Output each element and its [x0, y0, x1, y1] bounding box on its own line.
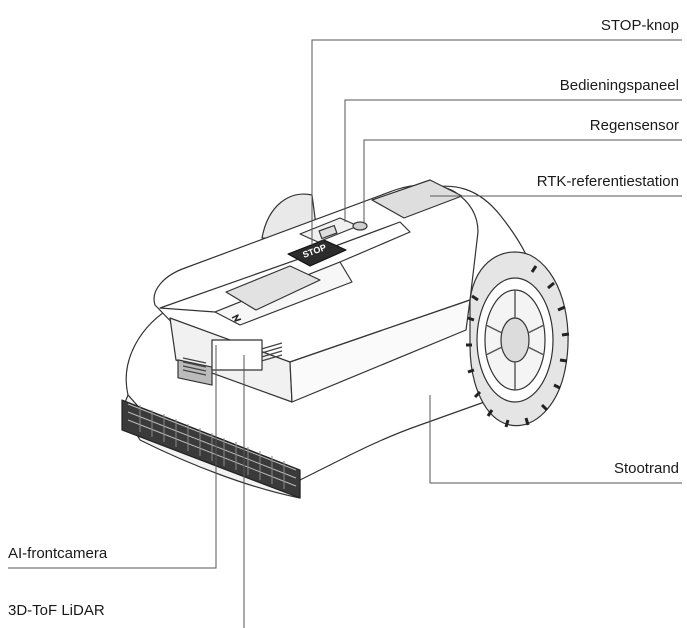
line-camera [8, 345, 217, 569]
line-stop [311, 39, 682, 245]
label-stop-button: STOP-knop [600, 17, 679, 34]
label-control-panel: Bedieningspaneel [559, 77, 679, 94]
label-bumper: Stootrand [613, 460, 679, 477]
display-screen [225, 265, 321, 311]
line-rain-sensor [363, 139, 682, 222]
front-grille [121, 399, 301, 499]
camera-housing [211, 339, 263, 371]
line-bumper [429, 395, 682, 484]
line-control-panel [344, 99, 682, 222]
callout-lines [8, 39, 682, 628]
mower-illustration: STOP [121, 179, 570, 499]
label-rain-sensor: Regensensor [589, 117, 679, 134]
rain-sensor-graphic [352, 221, 368, 231]
label-rtk-station: RTK-referentiestation [536, 173, 679, 190]
label-lidar: 3D-ToF LiDAR [8, 602, 105, 619]
logo-mark [231, 314, 242, 322]
front-right-wheel [466, 251, 570, 428]
front-vents [177, 342, 283, 386]
label-front-camera: AI-frontcamera [8, 545, 108, 562]
